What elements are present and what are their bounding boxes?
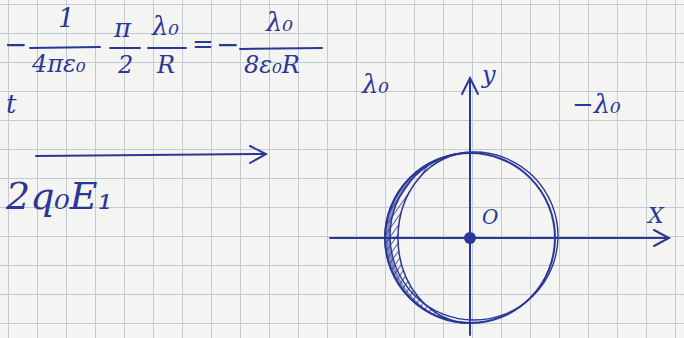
- fraction-bar: [240, 48, 322, 49]
- numerator: λ₀: [266, 8, 293, 37]
- force-label: 2q₀E₁: [6, 176, 113, 218]
- charge-label: −λ₀: [572, 90, 621, 119]
- charged-half: [385, 153, 470, 323]
- origin-label: O: [482, 206, 498, 228]
- force-arrow: [36, 154, 265, 156]
- fraction-bar: [148, 47, 186, 49]
- arrow-head: [654, 230, 669, 246]
- arrow-head: [250, 146, 266, 163]
- equals-sign: =: [192, 30, 214, 59]
- minus-sign: −: [216, 30, 239, 61]
- fraction-bar: [110, 47, 140, 49]
- charge-label: λ₀: [362, 70, 389, 99]
- note-text: t: [6, 90, 16, 119]
- axis-label: y: [482, 62, 496, 88]
- numerator: 1: [58, 4, 75, 33]
- axis-label: X: [648, 204, 664, 228]
- denominator: R: [157, 52, 175, 78]
- numerator: λ₀: [152, 12, 179, 41]
- minus-sign: −: [4, 30, 27, 61]
- x-axis: [330, 237, 668, 239]
- denominator: 8ε₀R: [244, 52, 300, 78]
- ring: [385, 153, 555, 323]
- fraction-bar: [30, 47, 100, 48]
- denominator: 2: [118, 52, 133, 78]
- numerator: π: [114, 14, 131, 43]
- denominator: 4πε₀: [32, 51, 86, 77]
- arrow-head: [462, 78, 478, 94]
- charged-half-edge: [385, 153, 470, 323]
- y-axis: [469, 80, 471, 335]
- origin-dot: [464, 232, 476, 244]
